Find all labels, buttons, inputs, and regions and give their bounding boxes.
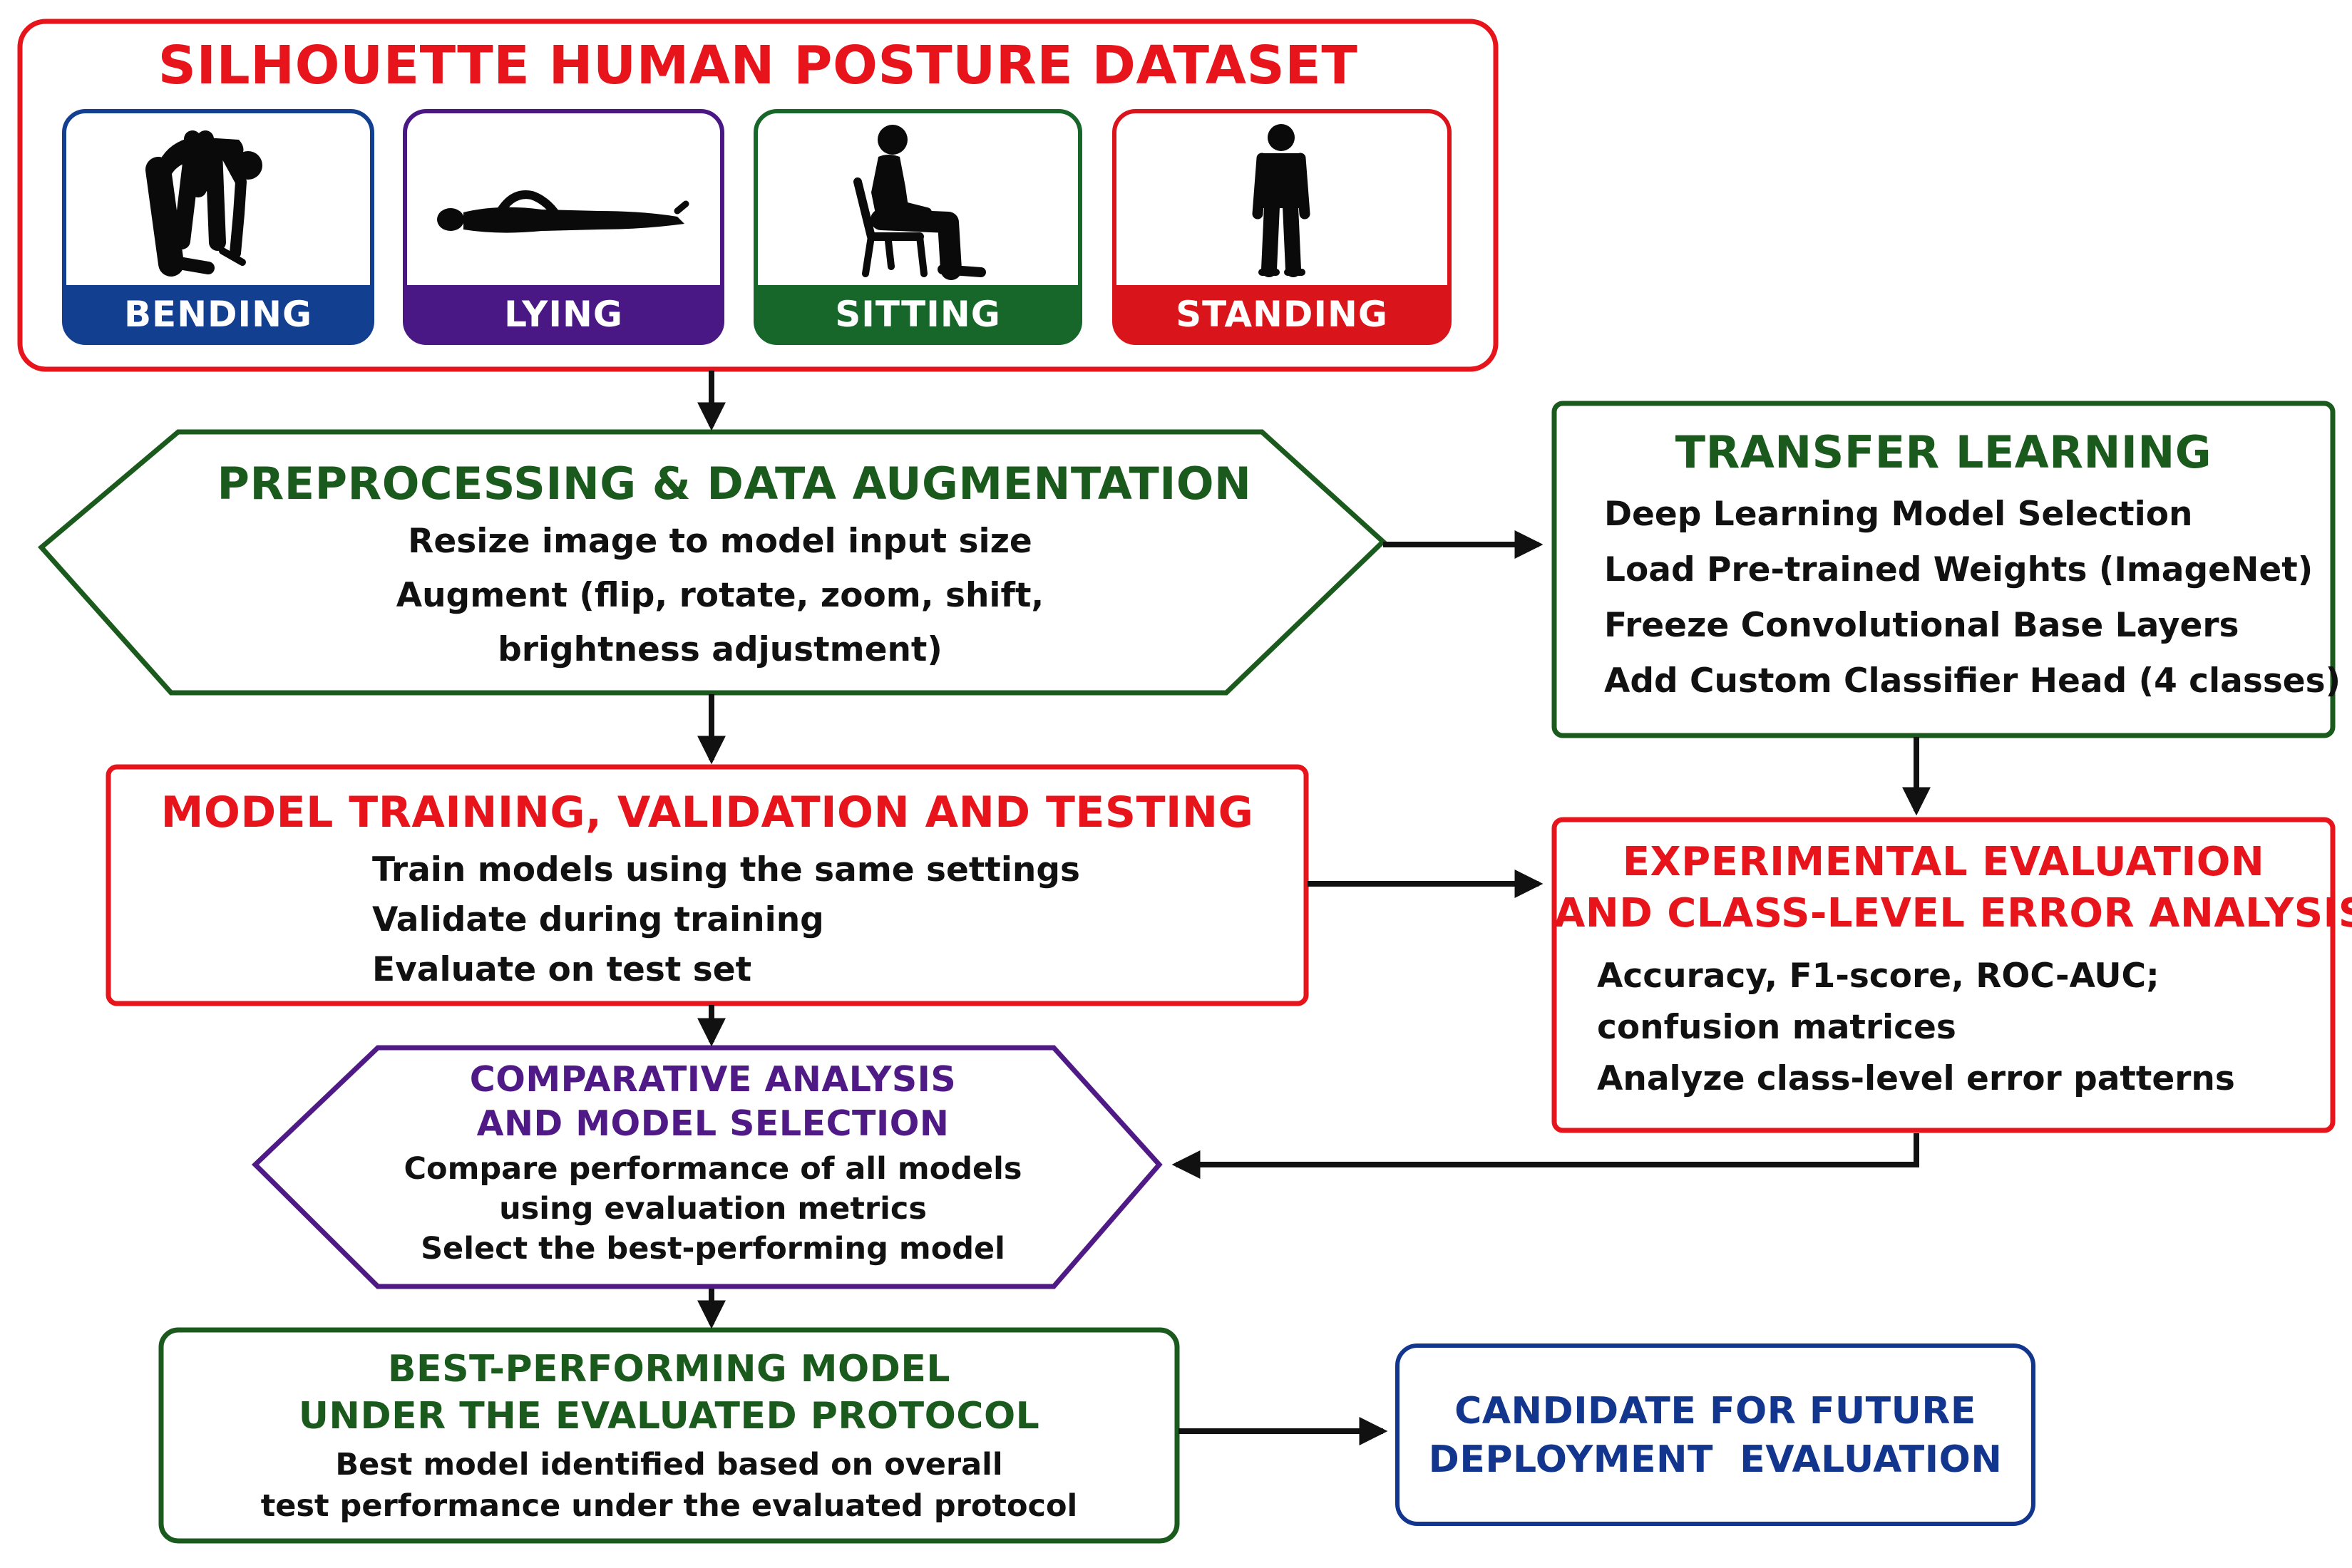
evaluation-line-1: Accuracy, F1-score, ROC-AUC; [1597,956,2160,996]
class-label-standing: STANDING [1176,294,1388,335]
comparative-line-2: using evaluation metrics [499,1191,927,1227]
best-model-title: BEST-PERFORMING MODEL UNDER THE EVALUATE… [161,1346,1177,1440]
transfer-body: Deep Learning Model Selection Load Pre-t… [1604,487,2341,709]
preprocessing-hexagon [37,429,1387,696]
evaluation-title: EXPERIMENTAL EVALUATION AND CLASS-LEVEL … [1554,837,2352,939]
class-pill-sitting [756,285,1080,343]
candidate-title-line-2: DEPLOYMENT EVALUATION [1428,1438,2003,1481]
comparative-title-line-1: COMPARATIVE ANALYSIS [469,1059,957,1100]
comparative-title-line-2: AND MODEL SELECTION [476,1103,950,1144]
class-label-bending: BENDING [123,294,313,335]
transfer-title: TRANSFER LEARNING [1675,426,2212,478]
evaluation-line-3: Analyze class-level error patterns [1597,1059,2235,1098]
evaluation-title-line-2: AND CLASS-LEVEL ERROR ANALYSIS [1554,890,2352,937]
evaluation-line-2: confusion matrices [1597,1008,1956,1047]
transfer-learning-box [1551,401,2336,738]
transfer-line-2: Load Pre-trained Weights (ImageNet) [1604,550,2314,589]
best-model-body: Best model identified based on overall t… [161,1444,1177,1527]
dataset-title: SILHOUETTE HUMAN POSTURE DATASET [158,35,1358,96]
best-model-box [158,1327,1180,1544]
preprocessing-line-2: Augment (flip, rotate, zoom, shift, [396,576,1044,615]
evaluation-title-line-1: EXPERIMENTAL EVALUATION [1622,839,2265,885]
transfer-line-3: Freeze Convolutional Base Layers [1604,606,2239,645]
comparative-line-1: Compare performance of all models [404,1151,1022,1187]
training-title: MODEL TRAINING, VALIDATION AND TESTING [160,788,1254,837]
best-model-title-line-1: BEST-PERFORMING MODEL [387,1348,951,1391]
evaluation-body: Accuracy, F1-score, ROC-AUC; confusion m… [1597,951,2324,1105]
best-model-line-2: test performance under the evaluated pro… [260,1488,1078,1524]
bending-person-icon [145,130,262,277]
class-label-lying: LYING [504,294,623,335]
class-card-standing [1112,109,1452,345]
comparative-line-3: Select the best-performing model [421,1231,1005,1267]
candidate-box [1395,1343,2035,1526]
evaluation-box [1551,817,2336,1133]
transfer-line-4: Add Custom Classifier Head (4 classes) [1604,661,2341,701]
class-pill-standing [1114,285,1449,343]
training-line-1: Train models using the same settings [372,850,1081,889]
training-box [106,764,1309,1006]
standing-person-icon [1252,124,1310,277]
training-line-3: Evaluate on test set [372,950,752,989]
training-body: Train models using the same settings Val… [372,845,1228,995]
lying-person-icon [437,190,689,233]
class-label-sitting: SITTING [835,294,1001,335]
training-line-2: Validate during training [372,900,824,939]
transfer-line-1: Deep Learning Model Selection [1604,495,2193,534]
comparative-hexagon [251,1045,1163,1289]
sitting-person-icon [853,125,986,280]
preprocessing-line-1: Resize image to model input size [408,522,1032,561]
preprocessing-body: Resize image to model input size Augment… [171,515,1269,677]
comparative-title: COMPARATIVE ANALYSIS AND MODEL SELECTION [299,1058,1126,1146]
class-pill-bending [64,285,372,343]
class-pill-lying [405,285,722,343]
preprocessing-title: PREPROCESSING & DATA AUGMENTATION [217,458,1252,510]
candidate-title: CANDIDATE FOR FUTURE DEPLOYMENT EVALUATI… [1397,1387,2033,1484]
arrow-evaluation-to-comparative [1171,1133,1919,1179]
best-model-line-1: Best model identified based on overall [335,1447,1003,1482]
best-model-title-line-2: UNDER THE EVALUATED PROTOCOL [298,1395,1040,1438]
comparative-body: Compare performance of all models using … [299,1149,1126,1269]
preprocessing-line-3: brightness adjustment) [498,630,943,669]
candidate-title-line-1: CANDIDATE FOR FUTURE [1454,1390,1976,1433]
